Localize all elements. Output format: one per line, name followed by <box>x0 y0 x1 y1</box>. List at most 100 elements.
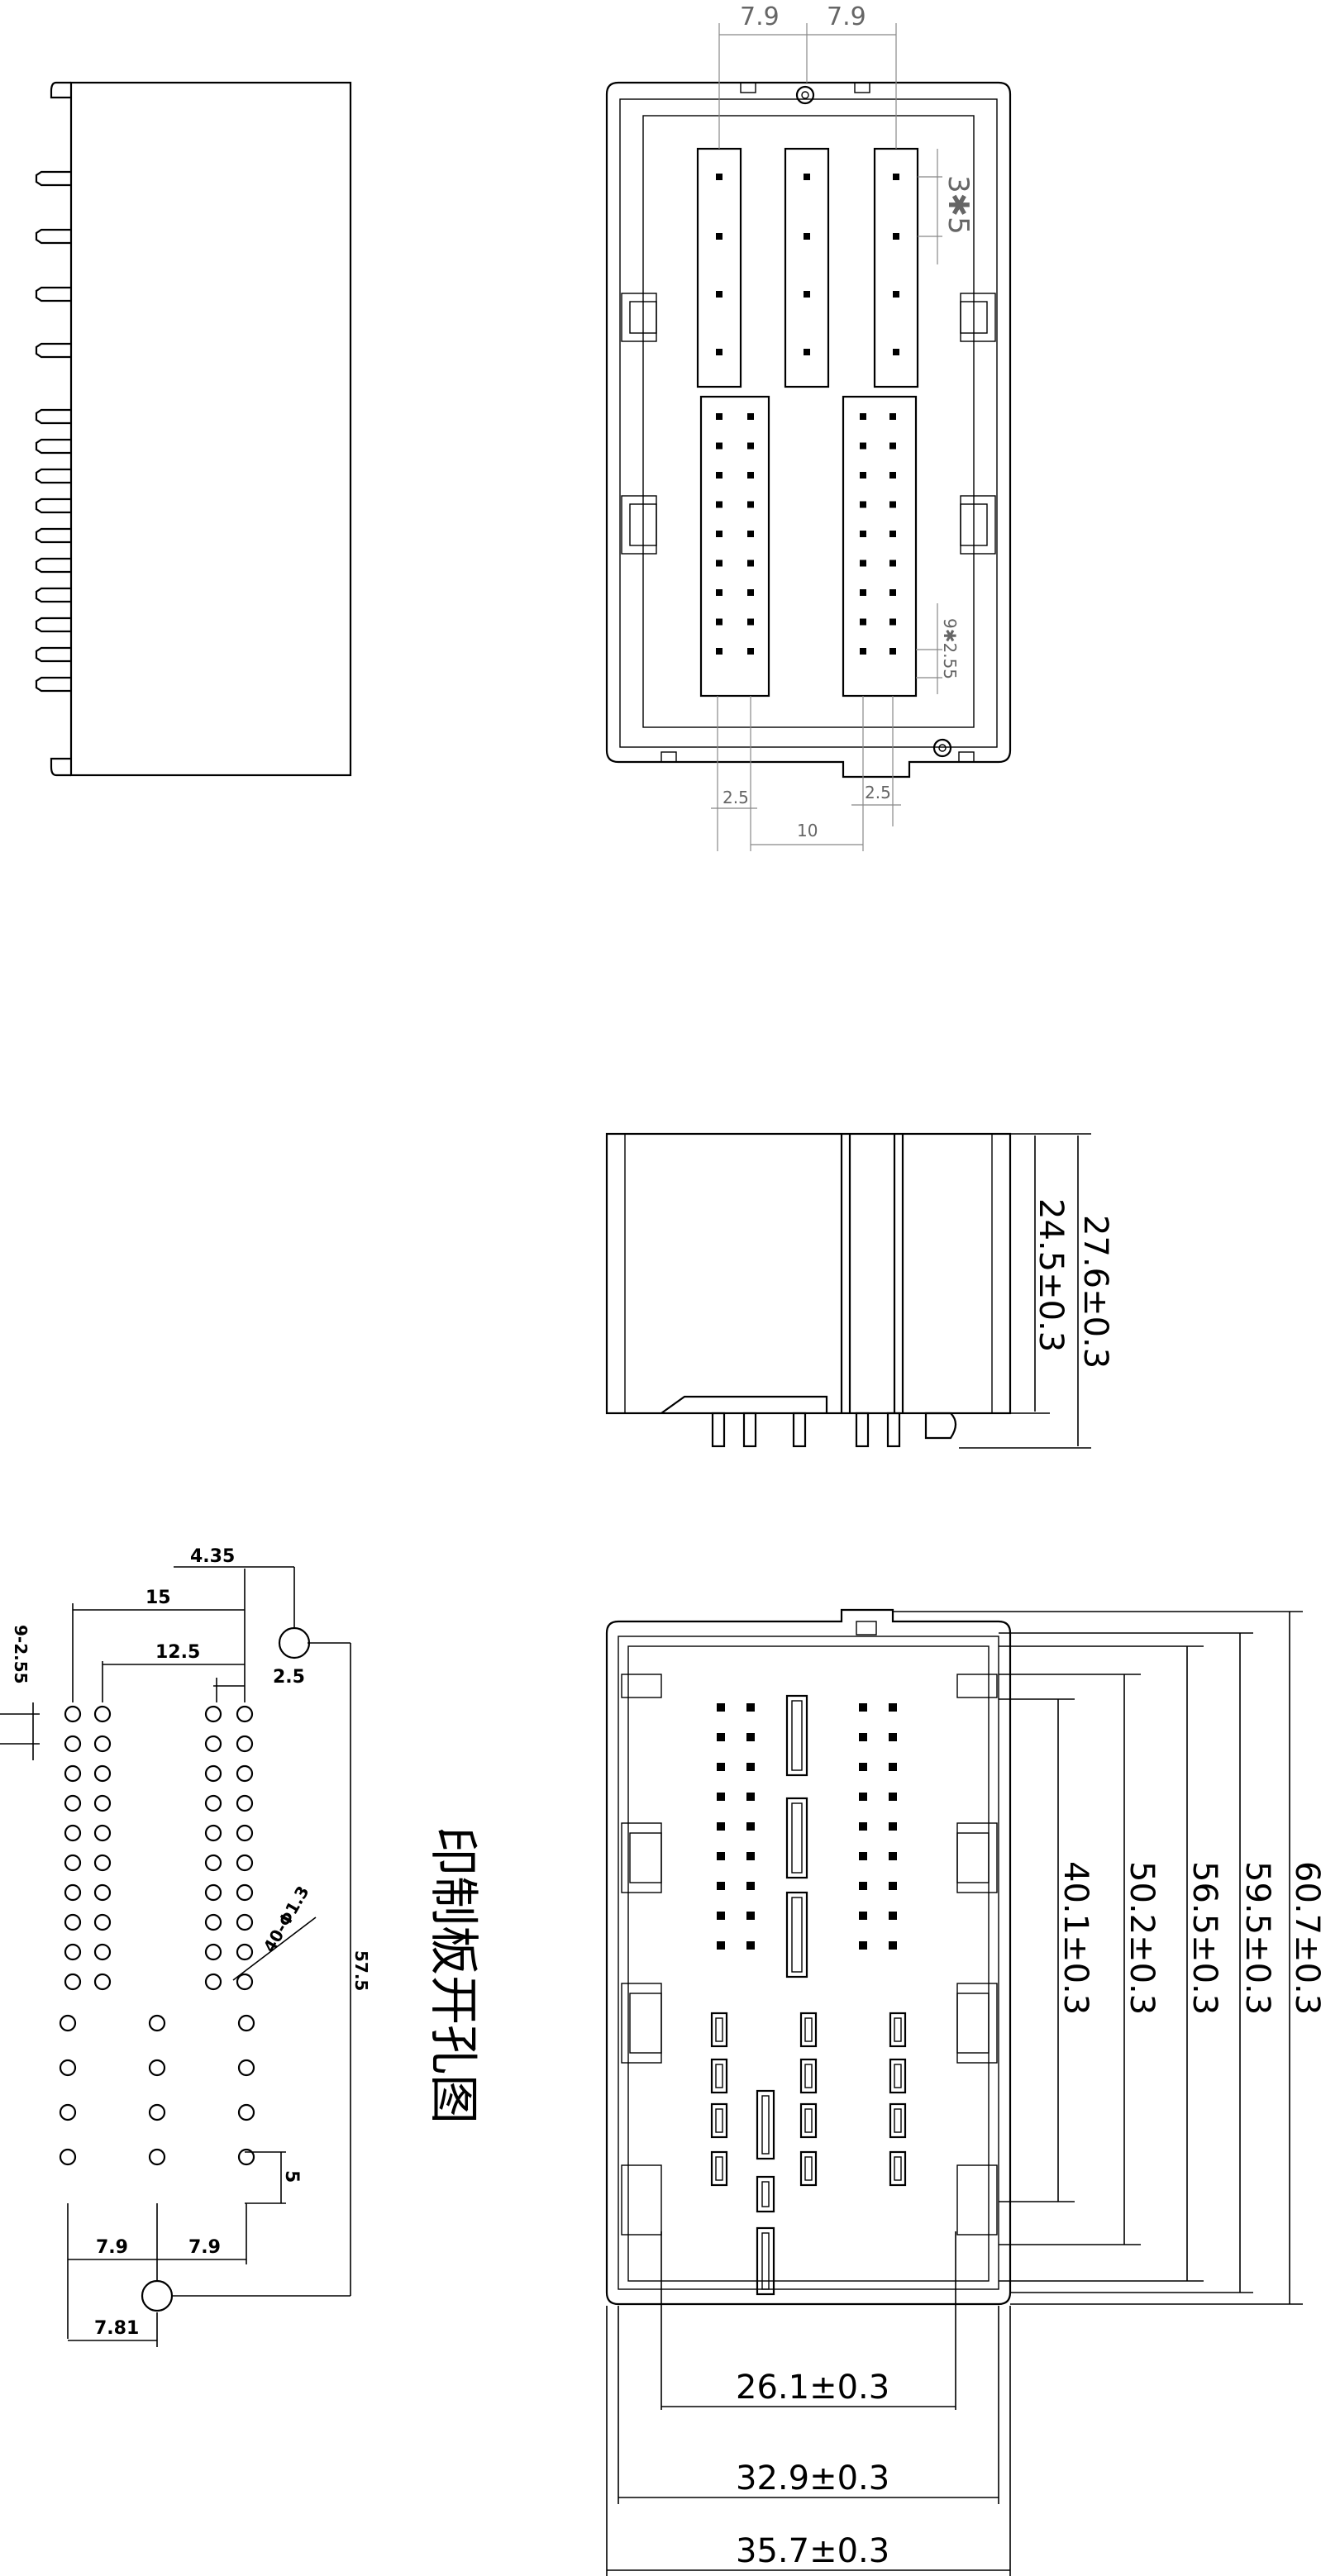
dim-7-9-b: 7.9 <box>188 2237 221 2258</box>
pin-square <box>747 472 754 479</box>
dim-5: 5 <box>281 2170 302 2183</box>
contact-square <box>889 1703 897 1712</box>
side-pin <box>35 286 71 302</box>
pcb-hole <box>236 1943 254 1961</box>
pin-square <box>889 472 896 479</box>
contact-square <box>889 1793 897 1801</box>
dim-40-holes: 40-Φ1.3 <box>260 1883 313 1956</box>
small-contact <box>889 2012 907 2048</box>
signal-slot-inner <box>761 2095 770 2155</box>
dim-7-81: 7.81 <box>94 2318 139 2339</box>
contact-square <box>889 1733 897 1741</box>
dim-15: 15 <box>145 1588 171 1608</box>
pin-square <box>860 648 866 655</box>
pcb-hole <box>237 2103 255 2121</box>
contact-square <box>717 1763 725 1771</box>
side-elevation-view: 27.6±0.3 24.5±0.3 <box>605 1132 1114 1449</box>
contact-square <box>717 1733 725 1741</box>
pcb-hole <box>236 1854 254 1872</box>
contact-square <box>717 1852 725 1860</box>
small-contact-inner <box>715 2156 723 2181</box>
contact-square <box>889 1852 897 1860</box>
pin-square <box>889 559 896 567</box>
dim-pitch-a: 7.9 <box>740 2 780 31</box>
pin-square <box>889 618 896 626</box>
contact-square <box>746 1733 755 1741</box>
pcb-hole <box>204 1943 222 1961</box>
side-pin <box>35 617 71 633</box>
pin-square <box>747 442 754 450</box>
dim-height-60-7: 60.7±0.3 <box>1288 1861 1321 2015</box>
power-contact-slot <box>785 1891 808 1978</box>
pcb-hole <box>237 2148 255 2166</box>
pcb-hole <box>204 1764 222 1783</box>
side-pin <box>35 527 71 544</box>
small-contact <box>799 2102 818 2139</box>
contact-square <box>717 1793 725 1801</box>
contact-square <box>889 1912 897 1920</box>
contact-square <box>717 1822 725 1831</box>
side-pin <box>35 498 71 514</box>
pcb-hole <box>93 1854 112 1872</box>
pcb-hole <box>93 1824 112 1842</box>
pin-square <box>716 501 722 508</box>
pcb-hole <box>93 1705 112 1723</box>
pcb-hole <box>204 1794 222 1812</box>
pcb-hole <box>64 1913 82 1931</box>
contact-square <box>859 1882 867 1890</box>
contact-square <box>859 1822 867 1831</box>
pcb-hole <box>236 1764 254 1783</box>
pcb-hole <box>204 1705 222 1723</box>
contact-square <box>746 1912 755 1920</box>
dim-2-5-right: 2.5 <box>865 783 891 802</box>
contact-square <box>859 1793 867 1801</box>
dim-7-9-a: 7.9 <box>96 2237 128 2258</box>
pcb-hole <box>236 1973 254 1991</box>
pin-square <box>716 291 722 298</box>
pcb-hole <box>204 1913 222 1931</box>
side-pin <box>35 587 71 603</box>
pin-square <box>747 618 754 626</box>
dim-pitch-b: 7.9 <box>827 2 866 31</box>
small-contact-inner <box>894 2017 902 2042</box>
dim-width-32-9: 32.9±0.3 <box>736 2459 889 2497</box>
power-contact-inner <box>791 1700 803 1771</box>
small-contact-inner <box>804 2064 813 2088</box>
pin-square <box>860 531 866 537</box>
contact-square <box>717 1882 725 1890</box>
pcb-hole <box>236 1794 254 1812</box>
contact-square <box>746 1822 755 1831</box>
pcb-hole <box>204 1883 222 1902</box>
pin-square <box>716 349 722 355</box>
pin-square <box>860 618 866 626</box>
small-contact <box>889 2102 907 2139</box>
signal-slot <box>756 2226 775 2296</box>
small-contact <box>889 2058 907 2094</box>
pcb-hole <box>93 1913 112 1931</box>
contact-square <box>889 1822 897 1831</box>
small-contact <box>710 2012 728 2048</box>
dim-height-56-5: 56.5±0.3 <box>1185 1861 1223 2015</box>
pin-square <box>716 472 722 479</box>
contact-square <box>859 1852 867 1860</box>
pin-square <box>716 174 722 180</box>
mounting-hole-top <box>278 1626 311 1659</box>
contact-square <box>889 1941 897 1950</box>
signal-slot <box>756 2089 775 2160</box>
power-contact-slot <box>785 1694 808 1777</box>
small-contact <box>799 2012 818 2048</box>
pcb-hole <box>59 2148 77 2166</box>
contact-square <box>717 1941 725 1950</box>
pin-square <box>860 442 866 450</box>
pcb-hole <box>237 2014 255 2032</box>
pin-square <box>716 589 722 596</box>
pin-square <box>889 531 896 537</box>
small-contact <box>799 2150 818 2187</box>
side-pin <box>35 646 71 663</box>
side-pin <box>35 557 71 574</box>
pcb-hole <box>59 2103 77 2121</box>
pin-square <box>889 413 896 420</box>
contact-square <box>889 1882 897 1890</box>
side-pin <box>35 170 71 187</box>
